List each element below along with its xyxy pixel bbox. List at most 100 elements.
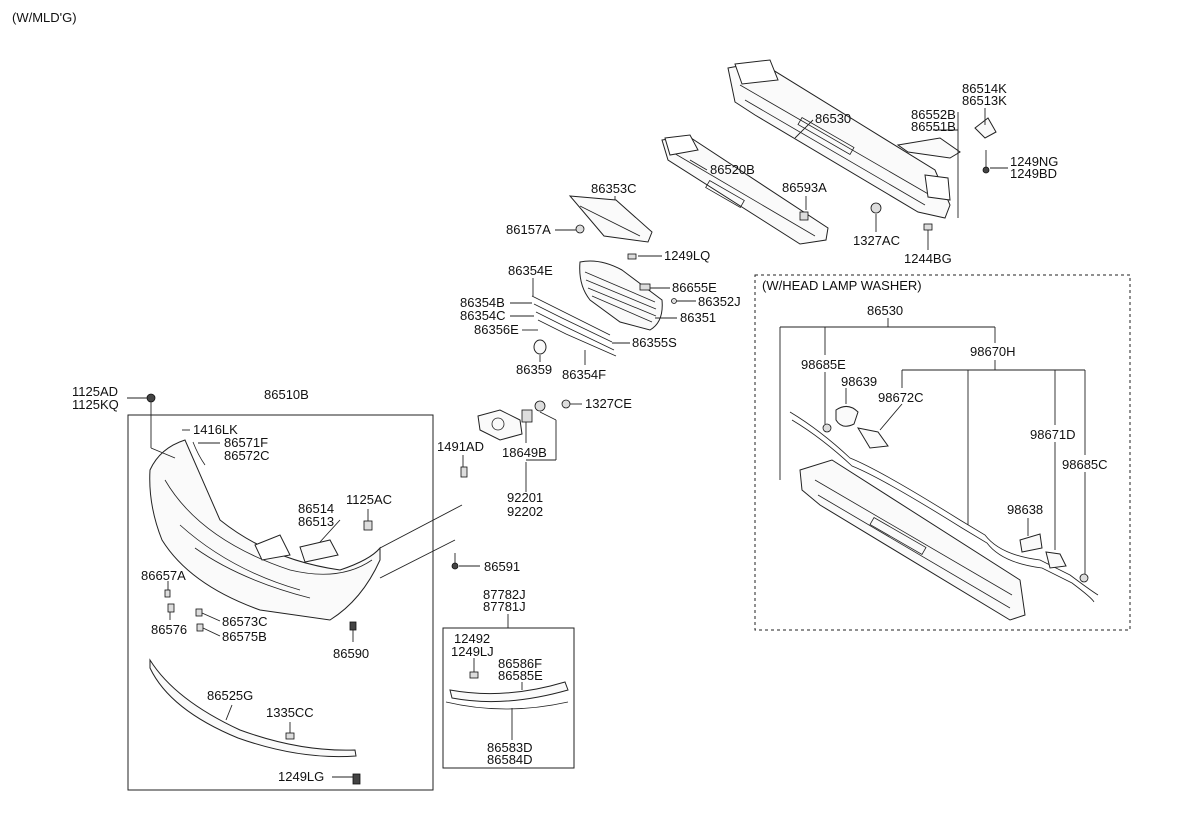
clip-86593A	[799, 211, 809, 221]
clip-86575B	[196, 623, 204, 632]
label-86586F: 86586F	[498, 656, 542, 671]
washer-labels: (W/HEAD LAMP WASHER) 86530 98685E 98670H…	[762, 278, 1108, 517]
label-86655E: 86655E	[672, 280, 717, 295]
label-92201: 92201	[507, 490, 543, 505]
label-86513K: 86513K	[962, 93, 1007, 108]
bracket-86514K	[974, 117, 997, 139]
clip-86573C	[195, 608, 203, 617]
bolt-86591	[451, 553, 459, 570]
label-86514K: 86514K	[962, 81, 1007, 96]
label-1125AC: 1125AC	[346, 492, 392, 507]
molding-box	[442, 627, 575, 769]
fog-lamp-92201	[477, 400, 546, 441]
label-1491AD: 1491AD	[437, 439, 484, 454]
label-1249BD: 1249BD	[1010, 166, 1057, 181]
radiator-grille-86351	[579, 260, 663, 331]
bracket-detail	[579, 205, 641, 237]
label-86354B: 86354B	[460, 295, 505, 310]
side-molding-86571F	[192, 441, 206, 466]
label-86591: 86591	[484, 559, 520, 574]
label-86525G: 86525G	[207, 688, 253, 703]
label-1416LK: 1416LK	[193, 422, 238, 437]
label-1249LJ: 1249LJ	[451, 644, 494, 659]
label-98639: 98639	[841, 374, 877, 389]
clip-86157A	[575, 224, 585, 234]
molding-86583D	[445, 701, 569, 710]
label-1125AD: 1125AD	[72, 384, 118, 399]
clip-86576	[167, 603, 175, 613]
nut-1327CE	[561, 399, 571, 409]
label-86657A: 86657A	[141, 568, 186, 583]
nut-98685E	[822, 423, 832, 433]
label-86355S: 86355S	[632, 335, 677, 350]
lower-lip-86525G	[149, 658, 357, 758]
label-86513: 86513	[298, 514, 334, 529]
washer-cap-98639	[835, 406, 859, 427]
washer-hose	[789, 411, 1099, 603]
label-86351: 86351	[680, 310, 716, 325]
washer-group-box	[754, 274, 1131, 631]
bolt-1125AC	[363, 520, 373, 531]
label-86584D: 86584D	[487, 752, 533, 767]
label-1249LG: 1249LG	[278, 769, 324, 784]
bolt-1249LG	[352, 773, 361, 785]
label-86552B: 86552B	[911, 107, 956, 122]
bumper-cover-86510B	[149, 439, 381, 621]
label-86354C: 86354C	[460, 308, 506, 323]
label-86573C: 86573C	[222, 614, 268, 629]
label-87782J: 87782J	[483, 587, 526, 602]
label-86572C: 86572C	[224, 448, 270, 463]
label-98685C: 98685C	[1062, 457, 1108, 472]
screw-1249LQ	[627, 253, 637, 260]
grille-bracket-86353C	[568, 195, 653, 243]
bolt-1125AD	[146, 393, 156, 412]
bolt-1244BG	[923, 223, 933, 238]
label-86593A: 86593A	[782, 180, 827, 195]
bumper-beam-86530	[727, 59, 951, 219]
label-98685E: 98685E	[801, 357, 846, 372]
label-86551B: 86551B	[911, 119, 956, 134]
bolt-1491AD	[460, 466, 468, 478]
washer-nozzle-98671D	[1045, 551, 1067, 569]
label-86352J: 86352J	[698, 294, 741, 309]
leader-lines	[127, 108, 1086, 778]
screw-12492	[469, 671, 479, 679]
variant-note: (W/MLD'G)	[12, 10, 77, 25]
label-87781J: 87781J	[483, 599, 526, 614]
label-1244BG: 1244BG	[904, 251, 952, 266]
label-98670H: 98670H	[970, 344, 1016, 359]
clip-86655E	[639, 283, 651, 291]
clip-86657A	[164, 589, 171, 598]
washer-cap-98638	[1019, 533, 1043, 553]
part-labels: 86530 86514K 86513K 86552B 86551B 1249NG…	[72, 81, 1058, 784]
molding-86586F	[449, 681, 569, 703]
clip-1335CC	[285, 732, 295, 740]
label-98671D: 98671D	[1030, 427, 1076, 442]
clip-86590	[349, 621, 357, 631]
label-1327AC: 1327AC	[853, 233, 900, 248]
label-12492: 12492	[454, 631, 490, 646]
label-86575B: 86575B	[222, 629, 267, 644]
label-98638: 98638	[1007, 502, 1043, 517]
label-86571F: 86571F	[224, 435, 268, 450]
grille-moldings-86354	[531, 295, 617, 357]
energy-absorber-86520B	[661, 134, 829, 245]
clip-86352J	[671, 298, 677, 304]
label-92202: 92202	[507, 504, 543, 519]
label-86354E-top: 86354E	[508, 263, 553, 278]
washer-nozzle-98672C	[856, 427, 889, 449]
label-86354F: 86354F	[562, 367, 606, 382]
nut-98685C	[1079, 573, 1089, 583]
nut-1327AC	[870, 202, 882, 214]
plate-bracket-86514	[299, 539, 339, 563]
bolt-1249NG	[982, 150, 990, 174]
label-86359: 86359	[516, 362, 552, 377]
label-1327CE: 1327CE	[585, 396, 632, 411]
label-86353C: 86353C	[591, 181, 637, 196]
label-1335CC: 1335CC	[266, 705, 314, 720]
label-86590: 86590	[333, 646, 369, 661]
label-86585E: 86585E	[498, 668, 543, 683]
label-86510B: 86510B	[264, 387, 309, 402]
label-w86530: 86530	[867, 303, 903, 318]
